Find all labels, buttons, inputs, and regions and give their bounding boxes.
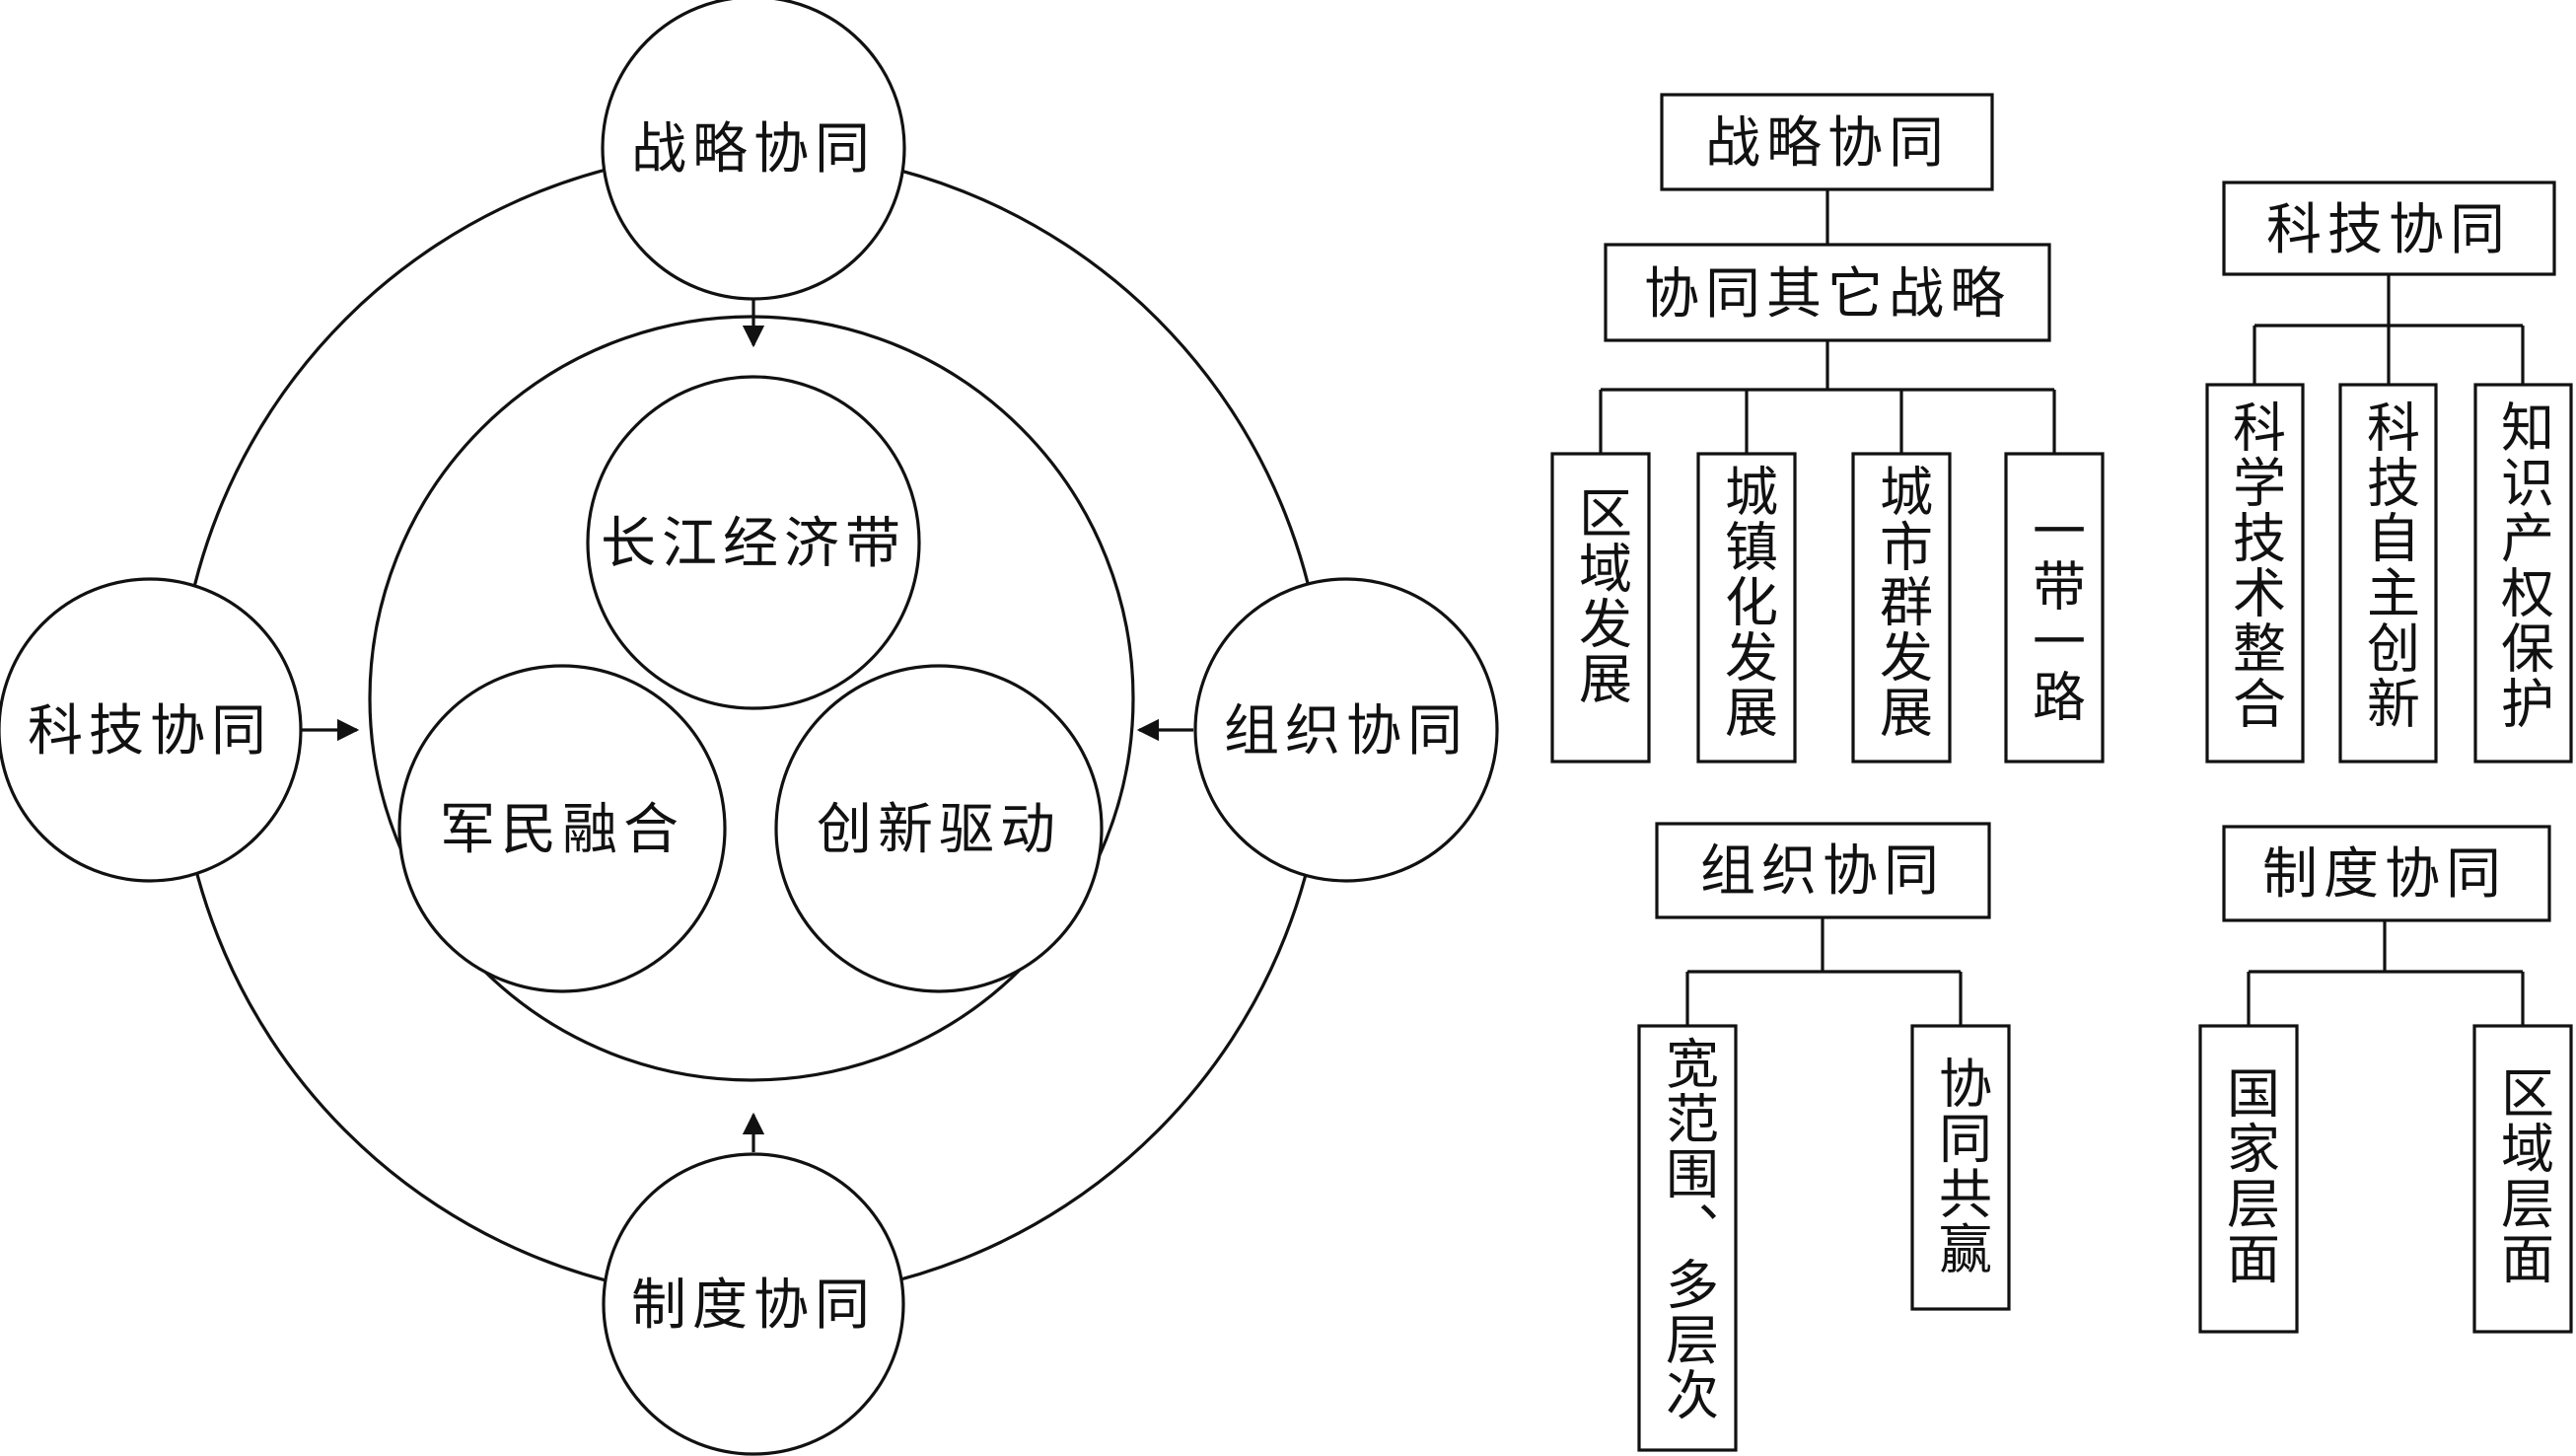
node-military-civil-label: 军民融合 <box>440 798 684 862</box>
tech-child-1: 科技自主创新 <box>2358 400 2420 731</box>
system-child-box-0 <box>2198 1024 2299 1334</box>
node-system: 制度协同 <box>602 1152 905 1456</box>
tech-title-box <box>2222 181 2556 276</box>
strategy-child-box-2 <box>1851 452 1952 764</box>
node-org: 组织协同 <box>1193 577 1499 883</box>
node-strategy-label: 战略协同 <box>631 117 876 182</box>
strategy-sub-box <box>1604 243 2051 342</box>
node-tech-label: 科技协同 <box>28 699 272 764</box>
strategy-child-1: 城镇化发展 <box>1716 464 1778 740</box>
org-child-0: 宽范围、多层次 <box>1657 1036 1719 1422</box>
tech-title: 科技协同 <box>2266 198 2511 262</box>
strategy-title-box <box>1660 93 1994 191</box>
strategy-child-box-0 <box>1550 452 1651 764</box>
tree-tech: 科技协同 科学技术整合 科技自主创新 知识产权保护 <box>2205 181 2573 764</box>
strategy-child-2: 城市群发展 <box>1871 464 1933 740</box>
tech-child-box-0 <box>2205 383 2305 764</box>
strategy-child-box-1 <box>1696 452 1797 764</box>
node-strategy: 战略协同 <box>601 0 906 301</box>
org-title: 组织协同 <box>1700 839 1945 904</box>
strategy-child-3: 一带一路 <box>2024 503 2086 724</box>
tech-child-box-2 <box>2473 383 2573 764</box>
node-yangtze: 长江经济带 <box>586 375 921 710</box>
tech-child-0: 科学技术整合 <box>2224 400 2286 731</box>
node-system-label: 制度协同 <box>631 1274 876 1338</box>
outer-ring <box>176 149 1327 1301</box>
inner-ring <box>368 315 1135 1082</box>
org-child-box-1 <box>1910 1024 2011 1311</box>
node-tech: 科技协同 <box>0 577 303 883</box>
tree-strategy: 战略协同 协同其它战略 区域发展 城镇化发展 城市群发展 一带一路 <box>1550 93 2105 764</box>
system-child-box-1 <box>2472 1024 2573 1334</box>
node-innovation-label: 创新驱动 <box>817 798 1061 862</box>
node-innovation: 创新驱动 <box>774 664 1104 993</box>
strategy-sub: 协同其它战略 <box>1644 262 2011 327</box>
left-circle-diagram: 战略协同 科技协同 组织协同 制度协同 长江经济带 军民融合 创新驱动 <box>0 0 1499 1456</box>
system-child-1: 区域层面 <box>2492 1065 2554 1286</box>
org-child-box-0 <box>1637 1024 1738 1452</box>
system-title: 制度协同 <box>2262 842 2507 907</box>
system-child-0: 国家层面 <box>2218 1065 2280 1286</box>
tech-child-box-1 <box>2338 383 2438 764</box>
node-military-civil: 军民融合 <box>397 664 727 993</box>
strategy-child-box-3 <box>2004 452 2105 764</box>
tree-system: 制度协同 国家层面 区域层面 <box>2198 825 2573 1334</box>
node-yangtze-label: 长江经济带 <box>601 512 906 576</box>
tree-org: 组织协同 宽范围、多层次 协同共赢 <box>1637 822 2011 1452</box>
org-child-1: 协同共赢 <box>1930 1056 1992 1276</box>
strategy-title: 战略协同 <box>1705 111 1950 176</box>
node-org-label: 组织协同 <box>1224 699 1468 764</box>
strategy-child-0: 区域发展 <box>1570 485 1632 706</box>
tech-child-2: 知识产权保护 <box>2492 400 2554 731</box>
system-title-box <box>2222 825 2551 922</box>
org-title-box <box>1655 822 1991 919</box>
